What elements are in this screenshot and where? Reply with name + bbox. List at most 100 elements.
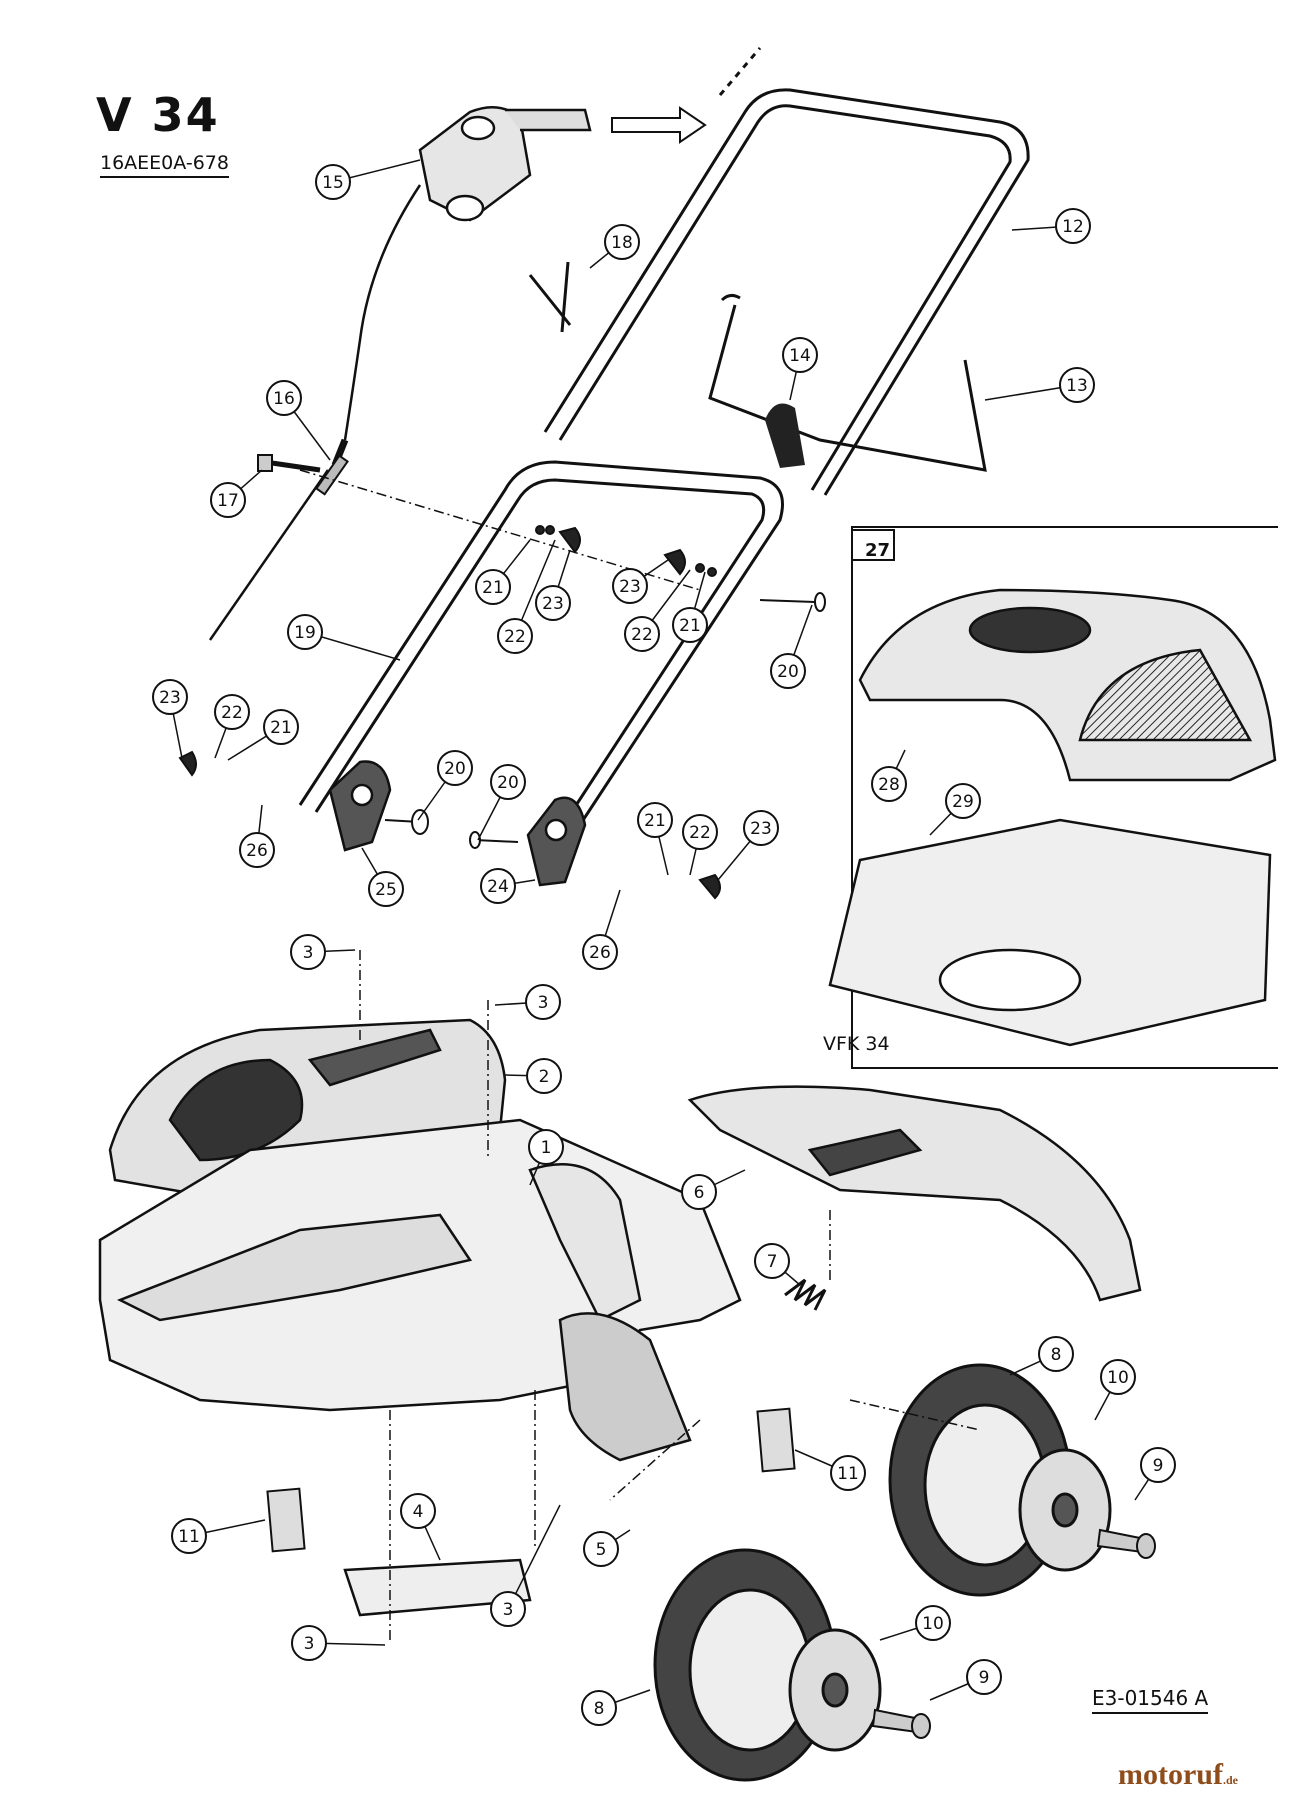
wheel-bolts <box>871 1528 1156 1739</box>
diagram-title: V 34 <box>96 88 220 142</box>
callout-circle <box>290 934 326 970</box>
callout-number: 8 <box>594 1699 605 1719</box>
callout-circle <box>915 1605 951 1641</box>
callout-circle <box>214 694 250 730</box>
callout-number: 24 <box>487 877 509 897</box>
callout-circle <box>770 653 806 689</box>
callout-circle <box>287 614 323 650</box>
callout-number: 28 <box>878 775 900 795</box>
callout-number: 11 <box>837 1464 859 1484</box>
callout-circle <box>1059 367 1095 403</box>
callout-circle <box>171 1518 207 1554</box>
callout-circle <box>1100 1359 1136 1395</box>
callout-circle <box>152 679 188 715</box>
callout-circle <box>581 1690 617 1726</box>
callout-number: 5 <box>596 1540 607 1560</box>
callout-number: 26 <box>246 841 268 861</box>
callout-number: 10 <box>1107 1368 1129 1388</box>
callout-number: 23 <box>159 688 181 708</box>
cable-strain-relief <box>257 454 349 496</box>
callout-number: 23 <box>542 594 564 614</box>
callout-number: 18 <box>611 233 633 253</box>
wheels <box>653 1363 1112 1782</box>
callout-number: 12 <box>1062 217 1084 237</box>
lever-clip <box>765 403 805 468</box>
callout-circle <box>400 1493 436 1529</box>
callout-number: 23 <box>619 577 641 597</box>
callout-circle <box>682 814 718 850</box>
callout-number: 15 <box>322 173 344 193</box>
logo-suffix: .de <box>1222 1773 1238 1787</box>
callout-circle <box>475 569 511 605</box>
callout-number: 13 <box>1066 376 1088 396</box>
callout-number: 7 <box>767 1252 778 1272</box>
catcher-basket <box>828 818 1272 1047</box>
callout-leader <box>507 1504 561 1610</box>
callout-circle <box>637 802 673 838</box>
upper-handle <box>543 47 1030 496</box>
callout-circle <box>1055 208 1091 244</box>
callout-number: 20 <box>444 759 466 779</box>
hinge-plates <box>266 1407 796 1553</box>
callout-number: 22 <box>221 703 243 723</box>
callout-number: 3 <box>304 1634 315 1654</box>
callout-circle <box>743 810 779 846</box>
callout-number: 23 <box>750 819 772 839</box>
callout-circle <box>480 868 516 904</box>
callout-circle <box>368 871 404 907</box>
handle-brackets <box>328 760 587 887</box>
callout-number: 1 <box>541 1138 552 1158</box>
callout-circle <box>525 984 561 1020</box>
callout-circle <box>490 764 526 800</box>
callout-number: 2 <box>539 1067 550 1087</box>
logo-text: motoruf <box>1118 1758 1223 1791</box>
callout-circle <box>263 709 299 745</box>
callout-circle <box>1038 1336 1074 1372</box>
bail-lever <box>708 293 987 472</box>
callout-number: 26 <box>589 943 611 963</box>
callout-number: 22 <box>631 625 653 645</box>
lower-housing <box>98 1118 742 1462</box>
callout-number: 29 <box>952 792 974 812</box>
callout-number: 17 <box>217 491 239 511</box>
callout-circle <box>966 1659 1002 1695</box>
callout-circle <box>945 783 981 819</box>
callout-circle <box>672 607 708 643</box>
switch-box <box>418 105 592 222</box>
model-number: 16AEE0A-678 <box>100 152 229 178</box>
callout-number: 16 <box>273 389 295 409</box>
callout-circle <box>612 568 648 604</box>
inset-caption: VFK 34 <box>823 1033 890 1055</box>
callout-circle <box>830 1455 866 1491</box>
fasteners <box>178 261 826 900</box>
callout-number: 25 <box>375 880 397 900</box>
callout-circle <box>681 1174 717 1210</box>
callout-circle <box>528 1129 564 1165</box>
callout-circle <box>315 164 351 200</box>
callout-circle <box>535 585 571 621</box>
callout-circle <box>266 380 302 416</box>
callout-number: 8 <box>1051 1345 1062 1365</box>
callout-circle <box>604 224 640 260</box>
callout-circle <box>782 337 818 373</box>
callout-circle <box>497 618 533 654</box>
callout-circle <box>624 616 660 652</box>
drawing-code: E3-01546 A <box>1092 1686 1209 1714</box>
callout-number: 21 <box>679 616 701 636</box>
cable <box>208 184 422 641</box>
callout-number: 11 <box>178 1527 200 1547</box>
brand-logo[interactable]: motoruf.de <box>1118 1758 1238 1792</box>
arrow-indicator <box>611 106 707 144</box>
spring <box>784 1278 827 1311</box>
callout-circle <box>754 1243 790 1279</box>
inset-label-box <box>851 529 895 561</box>
callout-number: 22 <box>689 823 711 843</box>
callout-circle <box>526 1058 562 1094</box>
callout-circle <box>871 766 907 802</box>
callout-number: 9 <box>1153 1456 1164 1476</box>
catcher-lid <box>858 588 1277 782</box>
callout-circle <box>291 1625 327 1661</box>
callout-circle <box>490 1591 526 1627</box>
